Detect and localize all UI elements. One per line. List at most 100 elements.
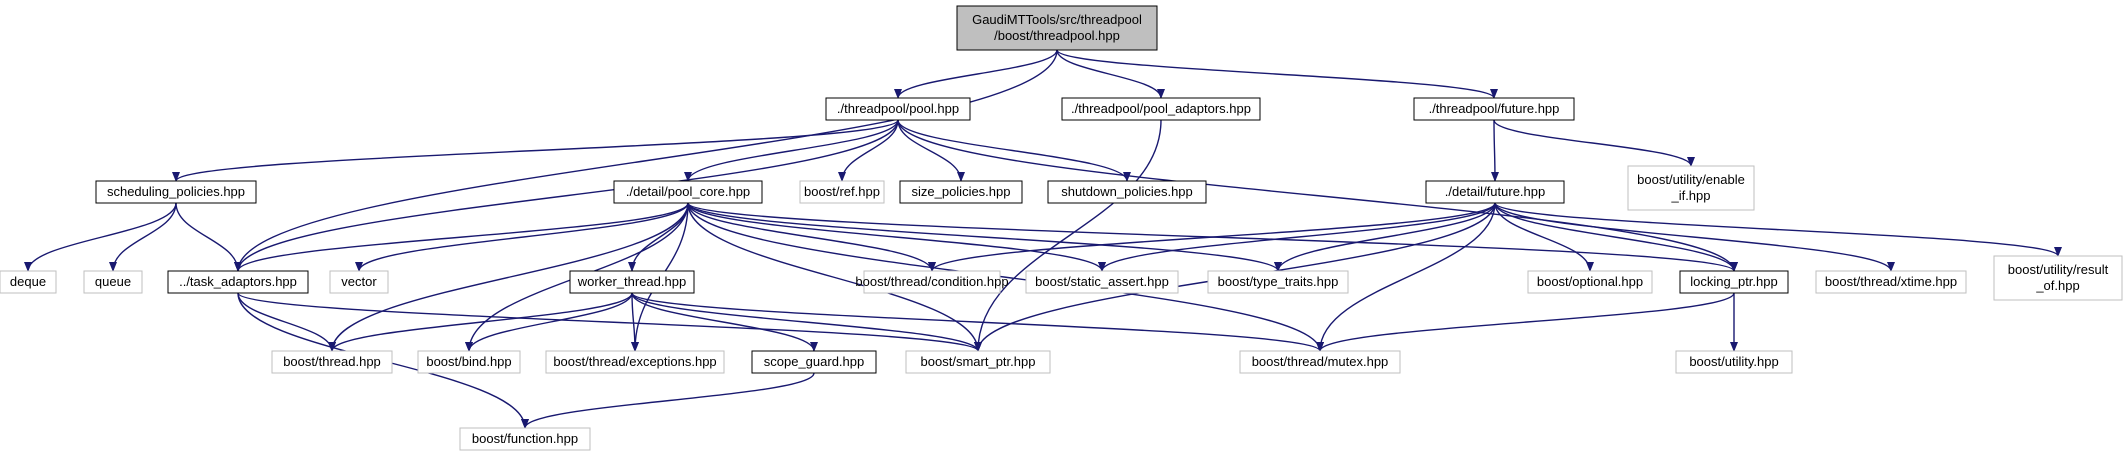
- node-label: worker_thread.hpp: [577, 274, 686, 289]
- node-box: [569, 270, 695, 294]
- node-label: boost/thread/mutex.hpp: [1252, 354, 1389, 369]
- node-vector: vector: [329, 270, 389, 294]
- node-label: boost/thread.hpp: [283, 354, 381, 369]
- node-label: boost/thread/condition.hpp: [855, 274, 1008, 289]
- node-label: ./threadpool/pool.hpp: [837, 101, 959, 116]
- node-box: [1815, 270, 1967, 294]
- edge-root-to-pool: [894, 49, 1058, 99]
- edge-detail_future-to-xtime: [1494, 202, 1895, 272]
- edge-detail_future-to-optional: [1494, 202, 1594, 272]
- edge-detail_future-to-mutex: [1316, 202, 1496, 352]
- edge-pool-to-task_adaptors: [234, 119, 899, 272]
- node-task-adaptors[interactable]: ../task_adaptors.hpp: [167, 270, 309, 294]
- node-result-of: boost/utility/result_of.hpp: [1993, 255, 2123, 301]
- node-scheduling[interactable]: scheduling_policies.hpp: [95, 180, 257, 204]
- node-exceptions: boost/thread/exceptions.hpp: [545, 350, 725, 374]
- edge-worker_thread-to-mutex: [631, 292, 1324, 352]
- node-queue: queue: [83, 270, 143, 294]
- node-box: [799, 180, 885, 204]
- node-box: [83, 270, 143, 294]
- node-box: [905, 350, 1051, 374]
- node-box: [956, 5, 1158, 51]
- edges-layer: [24, 49, 2062, 429]
- edge-scheduling-to-task_adaptors: [175, 202, 242, 272]
- edge-pool-to-scheduling: [172, 119, 899, 182]
- node-label: boost/smart_ptr.hpp: [921, 354, 1036, 369]
- node-smart-ptr: boost/smart_ptr.hpp: [905, 350, 1051, 374]
- edge-pool-to-ref: [838, 119, 899, 182]
- node-scope-guard[interactable]: scope_guard.hpp: [751, 350, 877, 374]
- node-box: [417, 350, 521, 374]
- node-box: [751, 350, 877, 374]
- node-label: /boost/threadpool.hpp: [994, 28, 1120, 43]
- node-size-policies[interactable]: size_policies.hpp: [899, 180, 1023, 204]
- node-label: boost/ref.hpp: [804, 184, 880, 199]
- node-future[interactable]: ./threadpool/future.hpp: [1413, 97, 1575, 121]
- node-type-traits: boost/type_traits.hpp: [1207, 270, 1349, 294]
- node-label: boost/thread/xtime.hpp: [1825, 274, 1957, 289]
- edge-detail_future-to-type_traits: [1274, 202, 1496, 272]
- node-box: [329, 270, 389, 294]
- node-label: ./detail/future.hpp: [1445, 184, 1545, 199]
- edge-detail_future-to-locking_ptr: [1494, 202, 1738, 272]
- node-box: [863, 270, 1001, 294]
- node-label: ./threadpool/future.hpp: [1429, 101, 1560, 116]
- node-label: queue: [95, 274, 131, 289]
- edge-future-to-enable_if: [1493, 119, 1695, 167]
- node-optional: boost/optional.hpp: [1527, 270, 1653, 294]
- node-box: [167, 270, 309, 294]
- edge-root-to-pool_adaptors: [1056, 49, 1165, 99]
- edge-task_adaptors-to-smart_ptr: [237, 292, 982, 352]
- node-box: [459, 427, 591, 451]
- node-box: [1239, 350, 1401, 374]
- node-box: [95, 180, 257, 204]
- edge-detail_future-to-static_assert: [1098, 202, 1496, 272]
- node-deque: deque: [0, 270, 57, 294]
- edge-detail_future-to-result_of: [1494, 202, 2062, 257]
- node-box: [1679, 270, 1789, 294]
- node-label: shutdown_policies.hpp: [1061, 184, 1193, 199]
- edge-worker_thread-to-exceptions: [630, 292, 639, 352]
- node-box: [271, 350, 393, 374]
- node-label: boost/utility/result: [2008, 262, 2109, 277]
- node-root[interactable]: GaudiMTTools/src/threadpool/boost/thread…: [956, 5, 1158, 51]
- node-box: [545, 350, 725, 374]
- node-pool-adaptors[interactable]: ./threadpool/pool_adaptors.hpp: [1061, 97, 1261, 121]
- node-box: [1047, 180, 1207, 204]
- node-label: boost/function.hpp: [472, 431, 578, 446]
- edge-pool-to-pool_core: [684, 119, 899, 182]
- node-box: [1627, 165, 1755, 211]
- node-box: [0, 270, 57, 294]
- node-label: boost/type_traits.hpp: [1218, 274, 1339, 289]
- node-pool[interactable]: ./threadpool/pool.hpp: [825, 97, 971, 121]
- edge-worker_thread-to-smart_ptr: [631, 292, 982, 352]
- node-label: size_policies.hpp: [911, 184, 1010, 199]
- edge-locking_ptr-to-mutex: [1316, 292, 1735, 352]
- node-label: boost/utility/enable: [1637, 172, 1745, 187]
- edge-scheduling-to-deque: [24, 202, 177, 272]
- node-label: boost/static_assert.hpp: [1035, 274, 1169, 289]
- node-pool-core[interactable]: ./detail/pool_core.hpp: [613, 180, 763, 204]
- node-thread: boost/thread.hpp: [271, 350, 393, 374]
- node-label: _if.hpp: [1670, 188, 1710, 203]
- node-label: boost/utility.hpp: [1689, 354, 1778, 369]
- node-box: [1207, 270, 1349, 294]
- edge-pool_core-to-task_adaptors: [234, 202, 689, 272]
- node-enable-if: boost/utility/enable_if.hpp: [1627, 165, 1755, 211]
- node-box: [899, 180, 1023, 204]
- node-shutdown-policies[interactable]: shutdown_policies.hpp: [1047, 180, 1207, 204]
- node-locking-ptr[interactable]: locking_ptr.hpp: [1679, 270, 1789, 294]
- edge-detail_future-to-condition: [928, 202, 1496, 272]
- node-box: [825, 97, 971, 121]
- node-utility: boost/utility.hpp: [1675, 350, 1793, 374]
- node-mutex: boost/thread/mutex.hpp: [1239, 350, 1401, 374]
- node-label: scope_guard.hpp: [764, 354, 864, 369]
- node-xtime: boost/thread/xtime.hpp: [1815, 270, 1967, 294]
- edge-worker_thread-to-scope_guard: [631, 292, 818, 352]
- edge-pool_adaptors-to-smart_ptr: [974, 119, 1162, 352]
- node-worker-thread[interactable]: worker_thread.hpp: [569, 270, 695, 294]
- edge-pool_core-to-static_assert: [687, 202, 1106, 272]
- node-detail-future[interactable]: ./detail/future.hpp: [1425, 180, 1565, 204]
- node-label: boost/thread/exceptions.hpp: [553, 354, 716, 369]
